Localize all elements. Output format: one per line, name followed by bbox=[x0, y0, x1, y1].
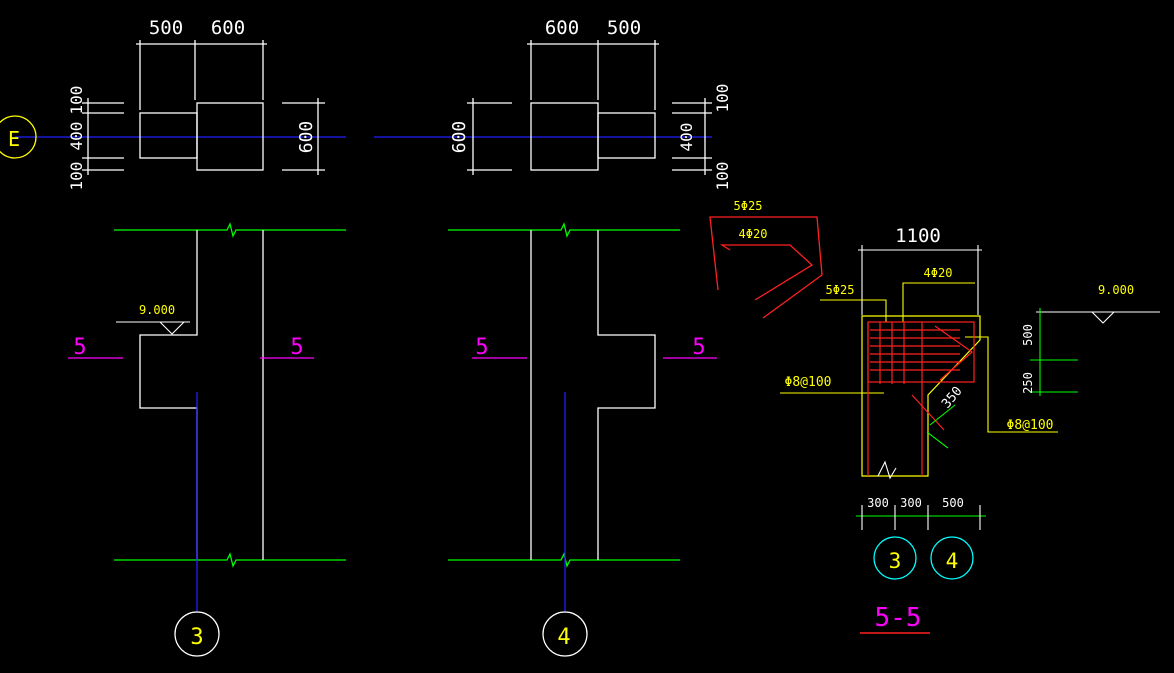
svg-text:4Φ20: 4Φ20 bbox=[739, 227, 768, 241]
section-mark-left-b: 5 bbox=[260, 335, 314, 360]
section-axis-bubble-3: 3 bbox=[873, 536, 917, 580]
plan-left-column-outline bbox=[196, 102, 264, 171]
axis-bubble-e: E bbox=[0, 115, 37, 159]
plan-right bbox=[467, 40, 712, 175]
stirrup-label-right: Φ8@100 bbox=[1007, 418, 1054, 433]
svg-text:5-5: 5-5 bbox=[875, 603, 922, 633]
plan-left-dim-400: 400 bbox=[67, 122, 86, 151]
dim-1100: 1100 bbox=[895, 225, 941, 247]
plan-left-dim-500: 500 bbox=[149, 17, 183, 39]
dim-1100-lines bbox=[858, 245, 982, 315]
axis-label-e: E bbox=[8, 127, 20, 151]
section-mark-right-b: 5 bbox=[663, 335, 717, 360]
svg-text:5: 5 bbox=[290, 335, 303, 360]
section-axis-bubble-4: 4 bbox=[930, 536, 974, 580]
svg-text:5: 5 bbox=[692, 335, 705, 360]
section-title: 5-5 bbox=[860, 603, 930, 634]
svg-text:4: 4 bbox=[946, 549, 959, 573]
svg-text:300: 300 bbox=[867, 496, 889, 510]
svg-text:500: 500 bbox=[942, 496, 964, 510]
plan-right-beam-outline bbox=[597, 112, 656, 159]
plan-left-dim-600: 600 bbox=[211, 17, 245, 39]
break-lines bbox=[114, 222, 680, 568]
plan-left-dim-600-right: 600 bbox=[296, 121, 317, 154]
svg-text:500: 500 bbox=[1021, 324, 1035, 346]
plan-left-dim-100-bot: 100 bbox=[67, 162, 86, 191]
section-concrete-outline bbox=[861, 315, 981, 477]
plan-right-dim-600-left: 600 bbox=[449, 121, 470, 154]
rebar-shape-4phi20: 4Φ20 bbox=[719, 227, 814, 301]
svg-text:4: 4 bbox=[557, 625, 570, 650]
section-reinforcement bbox=[867, 321, 975, 476]
svg-text:5: 5 bbox=[475, 335, 488, 360]
plan-left-dim-100-top: 100 bbox=[67, 86, 86, 115]
plan-right-dim-400: 400 bbox=[677, 123, 696, 152]
plan-right-dim-100-top: 100 bbox=[713, 84, 732, 113]
break-line-bottom-right bbox=[448, 552, 680, 568]
section-leaders bbox=[780, 282, 1058, 433]
plan-left bbox=[82, 40, 325, 175]
level-marker-section: 9.000 bbox=[1036, 283, 1160, 324]
svg-text:3: 3 bbox=[889, 549, 902, 573]
section-vertical-dims: 500 250 bbox=[1021, 308, 1078, 396]
rebar-shape-5phi25: 5Φ25 bbox=[709, 199, 823, 319]
section-bottom-dims: 300 300 500 bbox=[856, 496, 986, 530]
elevation-left-outline bbox=[139, 230, 264, 560]
level-text-left: 9.000 bbox=[139, 303, 175, 317]
svg-text:9.000: 9.000 bbox=[1098, 283, 1134, 297]
section-break bbox=[877, 460, 897, 480]
break-line-bottom-left bbox=[114, 552, 346, 568]
svg-text:350: 350 bbox=[939, 384, 966, 412]
axis-bubble-3: 3 bbox=[174, 611, 220, 657]
rebar-label-4phi20: 4Φ20 bbox=[924, 266, 953, 280]
svg-text:5Φ25: 5Φ25 bbox=[734, 199, 763, 213]
break-line-top-left bbox=[114, 222, 346, 238]
elevation-right-outline bbox=[530, 230, 656, 560]
section-mark-left-a: 5 bbox=[68, 335, 123, 360]
svg-text:3: 3 bbox=[190, 625, 203, 650]
svg-text:5: 5 bbox=[73, 335, 86, 360]
level-marker-left: 9.000 bbox=[116, 303, 190, 335]
svg-text:300: 300 bbox=[900, 496, 922, 510]
break-line-top-right bbox=[448, 222, 680, 238]
plan-right-dim-500: 500 bbox=[607, 17, 641, 39]
plan-left-beam-outline bbox=[139, 112, 198, 159]
dim-350: 350 bbox=[926, 384, 966, 449]
plan-right-dim-600: 600 bbox=[545, 17, 579, 39]
section-mark-right-a: 5 bbox=[472, 335, 527, 360]
svg-text:250: 250 bbox=[1021, 372, 1035, 394]
rebar-label-5phi25: 5Φ25 bbox=[826, 283, 855, 297]
stirrup-label-left: Φ8@100 bbox=[785, 375, 832, 390]
plan-right-dim-100-bot: 100 bbox=[713, 162, 732, 191]
axis-bubble-4: 4 bbox=[542, 611, 588, 657]
